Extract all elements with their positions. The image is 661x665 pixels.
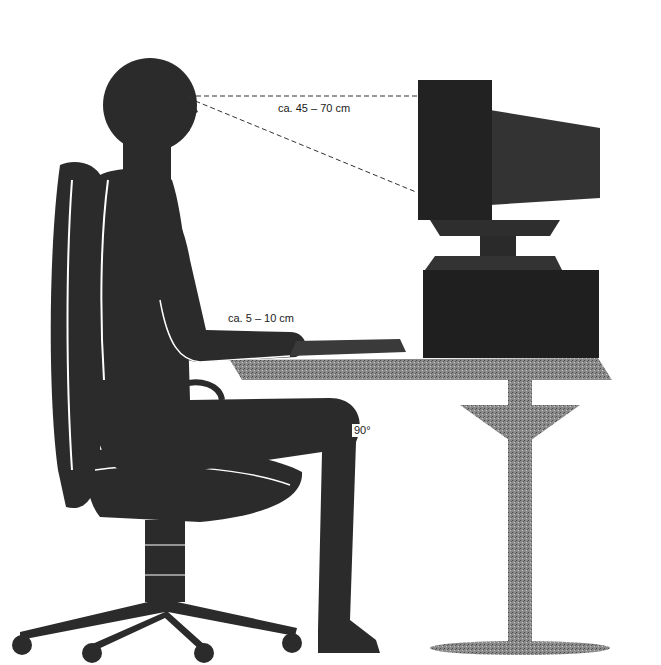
distance-label: ca. 45 – 70 cm: [276, 102, 352, 115]
backrest-outline: [68, 180, 73, 470]
angle-label: 90°: [352, 424, 373, 437]
keyboard: [290, 339, 406, 356]
desk: [230, 358, 612, 655]
person-silhouette: [89, 58, 380, 653]
computer-monitor: [418, 80, 600, 358]
chair-column: [145, 520, 185, 602]
sight-lines: [188, 96, 418, 192]
chair-base: [20, 598, 297, 651]
computer-case: [423, 270, 599, 358]
distance-label: ca. 5 – 10 cm: [226, 312, 296, 325]
